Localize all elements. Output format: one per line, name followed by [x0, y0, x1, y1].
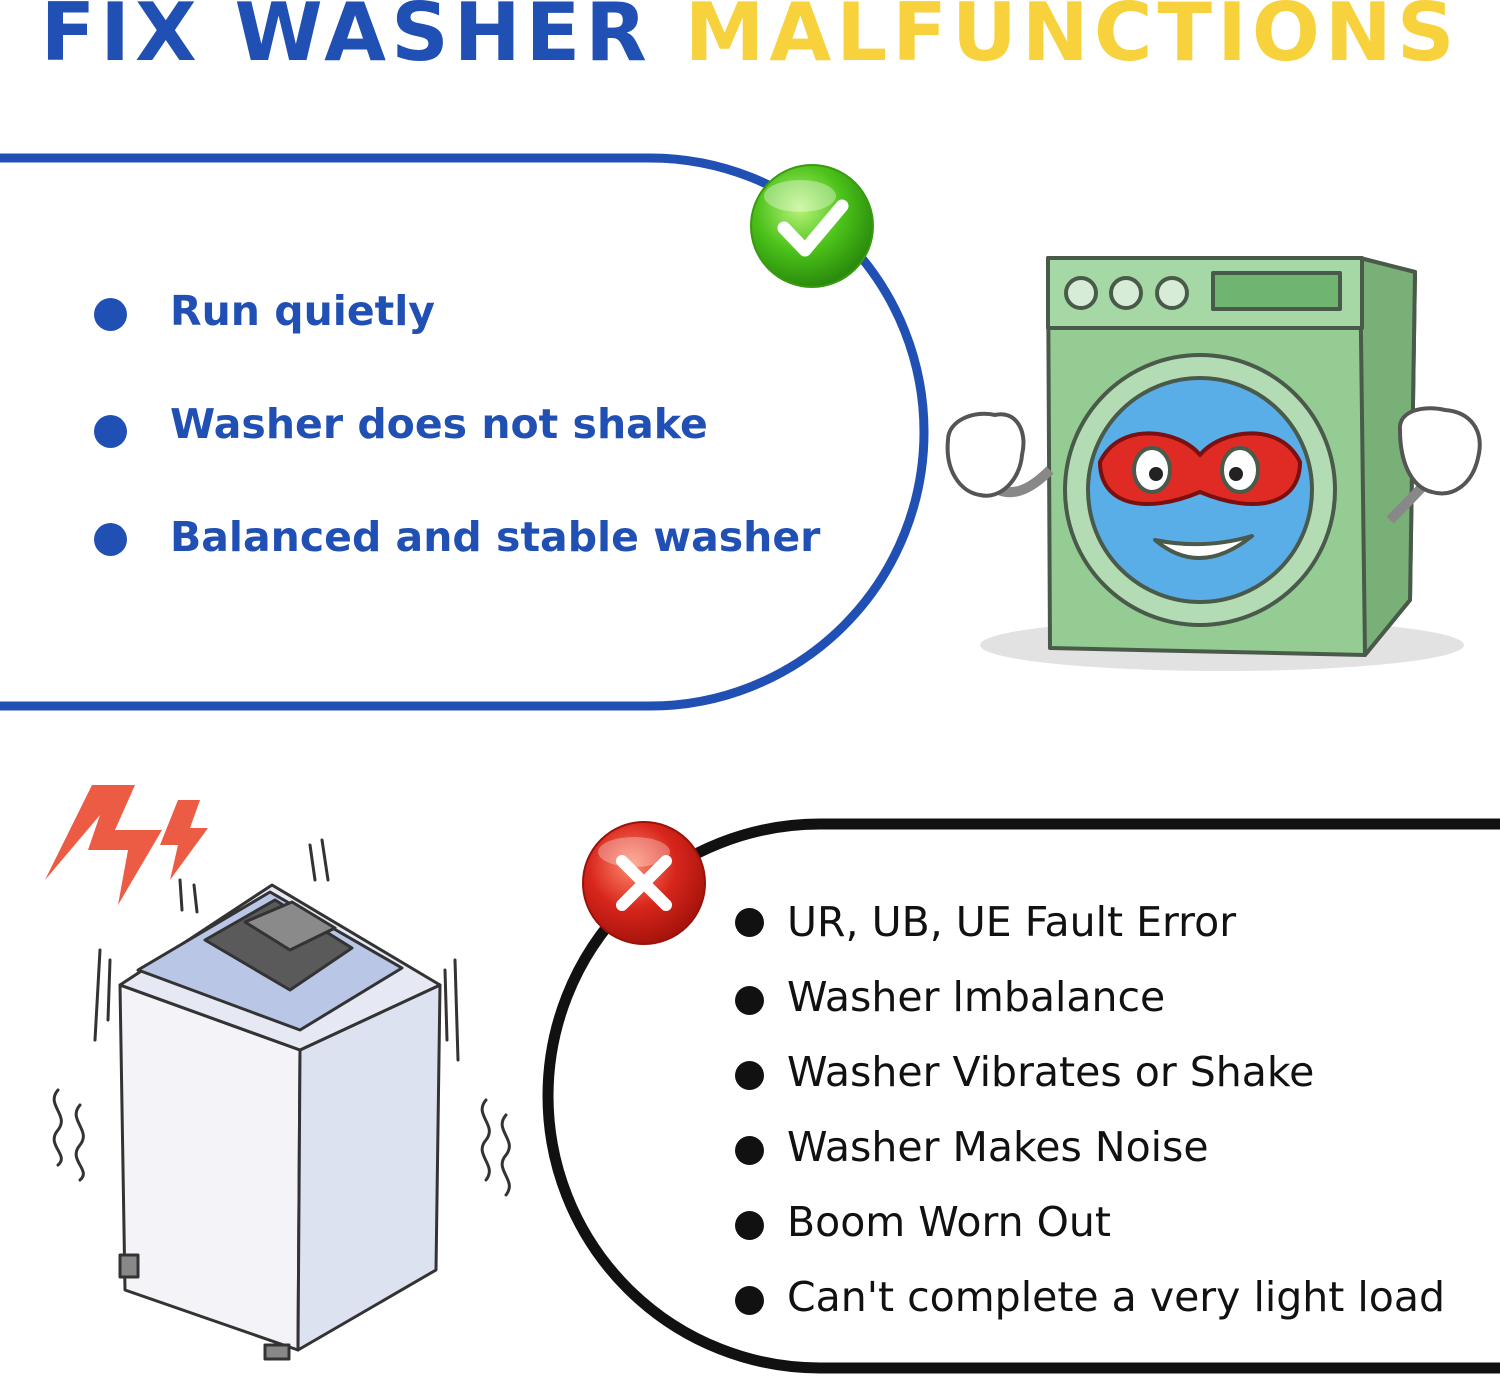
washer-arms-illustration	[945, 406, 1482, 524]
good-item-3: Balanced and stable washer	[170, 513, 821, 561]
happy-washer-illustration	[980, 256, 1464, 671]
bad-item-6: Can't complete a very light load	[787, 1273, 1445, 1321]
vibration-lines	[52, 838, 511, 1197]
check-icon	[750, 164, 874, 288]
page-title: FIX WASHER MALFUNCTIONS	[0, 0, 1500, 79]
shaking-washer-illustration	[118, 883, 442, 1361]
cross-icon	[582, 821, 706, 945]
bad-section-frame	[542, 818, 1500, 1374]
bad-item-4: Washer Makes Noise	[787, 1123, 1209, 1171]
bad-bullet-2	[735, 986, 764, 1015]
bad-bullet-3	[735, 1061, 764, 1090]
good-item-1: Run quietly	[170, 287, 435, 335]
bad-bullet-1	[735, 908, 764, 937]
bad-item-5: Boom Worn Out	[787, 1198, 1111, 1246]
lightning-icon	[45, 785, 208, 905]
title-part-1: FIX WASHER	[40, 0, 652, 79]
bad-bullet-6	[735, 1286, 764, 1315]
bad-bullet-4	[735, 1136, 764, 1165]
good-bullet-3	[94, 523, 127, 556]
bad-item-3: Washer Vibrates or Shake	[787, 1048, 1315, 1096]
good-bullet-1	[94, 298, 127, 331]
title-part-2: MALFUNCTIONS	[684, 0, 1460, 79]
bad-item-1: UR, UB, UE Fault Error	[787, 898, 1237, 946]
bad-bullet-5	[735, 1211, 764, 1240]
good-bullet-2	[94, 415, 127, 448]
bad-item-2: Washer lmbalance	[787, 973, 1166, 1021]
good-item-2: Washer does not shake	[170, 400, 708, 448]
